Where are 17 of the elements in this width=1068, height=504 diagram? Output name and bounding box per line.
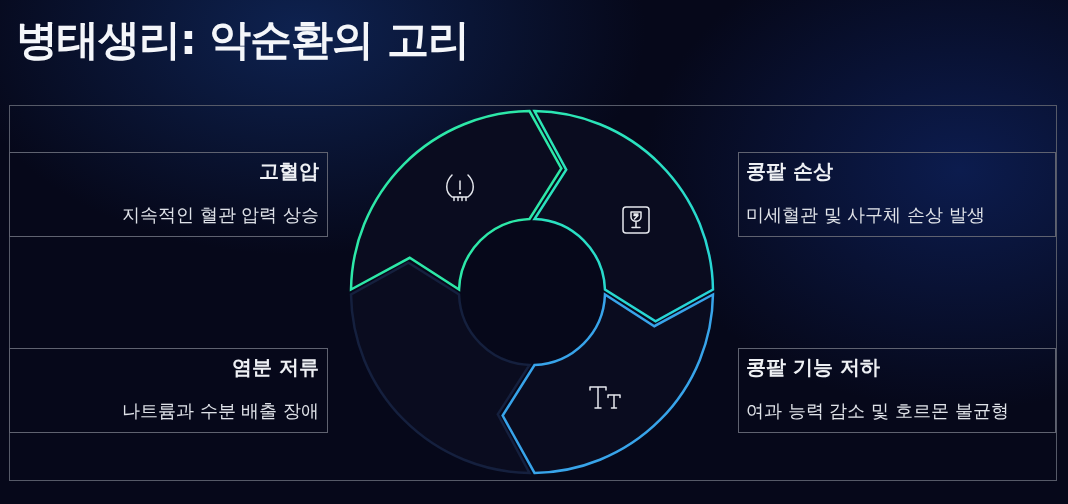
panel-description: 나트륨과 수분 배출 장애 xyxy=(121,399,319,423)
info-panel xyxy=(738,348,1056,433)
panel-heading: 고혈압 xyxy=(259,158,319,185)
panel-description: 미세혈관 및 사구체 손상 발생 xyxy=(746,203,985,227)
info-panel xyxy=(9,348,328,433)
info-panel xyxy=(738,152,1056,237)
info-panel xyxy=(9,152,328,237)
panel-heading: 콩팥 기능 저하 xyxy=(746,354,880,381)
panel-description: 여과 능력 감소 및 호르몬 불균형 xyxy=(746,399,1009,423)
ring-segment xyxy=(533,109,715,323)
ring-segment xyxy=(501,293,715,475)
panel-description: 지속적인 혈관 압력 상승 xyxy=(121,203,319,227)
ring-segment xyxy=(349,261,531,475)
panel-heading: 염분 저류 xyxy=(232,354,319,381)
title: 병태생리: 악순환의 고리 xyxy=(16,14,470,66)
ring-segment xyxy=(349,109,563,291)
panel-heading: 콩팥 손상 xyxy=(746,158,833,185)
